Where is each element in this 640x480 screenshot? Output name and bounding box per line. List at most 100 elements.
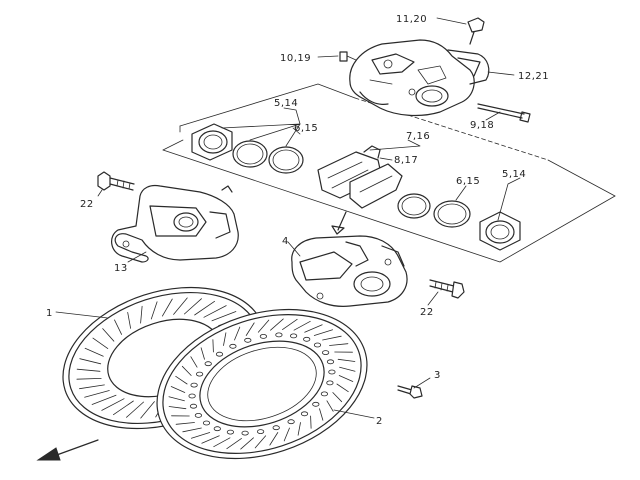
disc-slot [254,435,267,449]
disc-slot [240,437,254,450]
disc-slot [212,339,214,353]
disc-hole [312,401,320,407]
disc-hole [189,403,198,409]
disc-hole [244,337,252,343]
disc-slot [84,347,104,357]
disc-slot [170,386,186,393]
disc-slot [226,438,242,450]
disc-hole [275,332,283,338]
disc-slot [114,319,122,335]
disc-hole [320,391,328,397]
disc-slot [140,305,143,324]
disc-hole [190,382,198,388]
disc-slot [213,437,231,448]
disc-slot [310,415,312,429]
disc-hole [326,380,334,386]
disc-slot [194,300,215,316]
disc-front-slots [168,318,356,450]
disc-slot [304,324,323,333]
disc-hole [256,429,265,435]
leader-lines [55,17,521,419]
brake-pad-set [317,145,403,209]
disc-slot [184,298,202,315]
disc-slot [282,318,298,330]
disc-hole [213,426,221,432]
caliper-body-upper [349,39,490,117]
caliper-body-right [291,235,408,307]
callout-4: 4 [282,236,289,247]
disc-hole [321,350,330,356]
callout-7-16: 7,16 [406,131,430,142]
disc-hole [259,333,267,339]
caliper-bracket-left [111,184,239,263]
disc-slot [92,337,109,349]
disc-slot [173,297,188,315]
pad-pin-part [477,103,531,123]
disc-hole [303,336,311,342]
callout-12-21: 12,21 [518,71,549,82]
callout-6-15-lower: 6,15 [456,176,480,187]
disc-hole [215,351,224,357]
bleed-screw-part [467,17,485,45]
disc-slot [162,298,173,317]
disc-hole [196,371,204,377]
disc-hole [202,420,211,426]
disc-slot [257,319,270,333]
disc-slot [168,396,185,402]
disc-slot [211,311,237,322]
disc-slot [332,392,343,403]
disc-slot [181,365,192,376]
disc-slot [203,305,227,318]
disc-slot [200,347,205,360]
disc-hole [188,393,196,399]
assembly-arrow [331,211,347,235]
piston-seal-set-right [397,193,521,251]
piston-seal-set-left [191,123,304,174]
disc-slot [336,383,349,393]
callout-10-19: 10,19 [280,53,311,64]
disc-hole [204,361,212,367]
disc-hole [226,429,234,435]
disc-slot [101,398,125,411]
callout-11-20: 11,20 [396,14,427,25]
disc-slot [338,375,354,382]
mounting-bolt-right [429,279,465,299]
disc-slot [322,335,342,341]
disc-slot [234,326,241,341]
disc-slot [293,320,311,331]
callout-2: 2 [376,416,383,427]
disc-slot [326,400,334,412]
disc-slot [175,422,195,425]
disc-hole [287,419,295,425]
disc-slot [339,366,356,372]
disc-hole [289,333,298,339]
disc-hole [194,412,202,418]
disc-slot [140,401,155,419]
disc-slot [168,406,187,410]
disc-slot [79,358,102,365]
disc-slot [175,375,188,385]
disc-slot [127,312,131,329]
disc-slot [150,301,158,320]
disc-slot [270,318,284,331]
disc-slot [76,378,102,380]
arrow-front-icon [36,439,99,461]
disc-hole [326,359,335,365]
disc-slot [84,390,110,398]
callout-5-14-upper: 5,14 [274,98,298,109]
disc-slot [201,435,220,444]
disc-slot [269,432,279,446]
disc-slot [126,401,144,418]
disc-slot [337,358,356,362]
disc-bolt [397,385,423,399]
disc-hole [229,343,237,349]
disc-slot [79,384,105,390]
disc-hole [313,342,322,348]
disc-hole [272,425,280,431]
callout-labels: 11,20 10,19 12,21 5,14 6,15 9,18 7,16 8,… [46,14,549,427]
disc-slot [191,432,211,439]
disc-slot [297,422,301,436]
disc-slot [190,356,198,368]
